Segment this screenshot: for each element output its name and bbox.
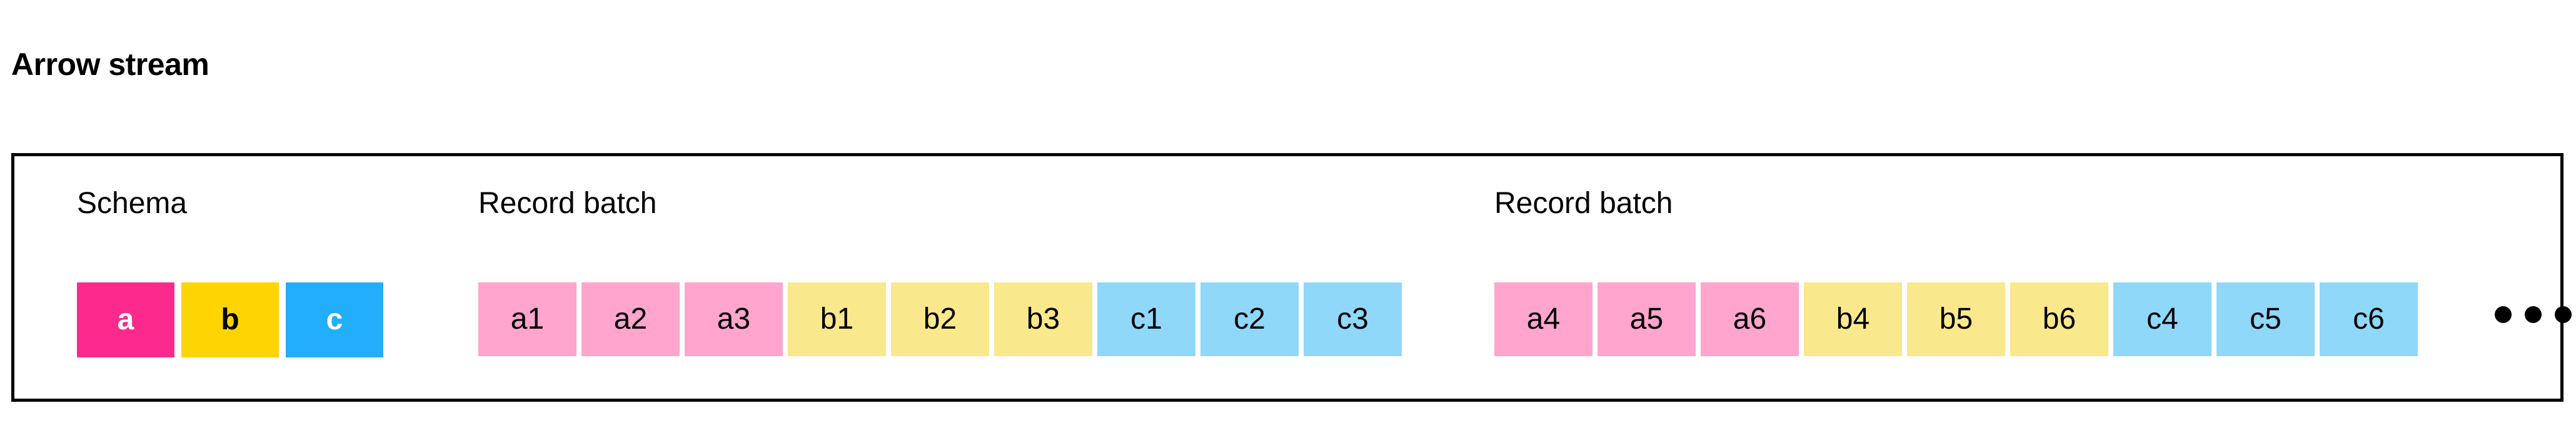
- ellipsis-dot: [2495, 306, 2512, 323]
- arrow-stream-frame: Schema a b c Record batch a1 a2 a3 b1 b2 b3 c1 c2…: [11, 153, 2572, 402]
- record-batch-cell: a3: [685, 282, 783, 356]
- record-batch-cell: a6: [1701, 282, 1799, 356]
- record-batch-cell-label: c6: [2353, 302, 2385, 336]
- record-batch-cell: b3: [994, 282, 1092, 356]
- schema-label: Schema: [77, 187, 188, 220]
- record-batch-cell-label: c3: [1337, 302, 1369, 336]
- record-batch-label-1: Record batch: [478, 187, 657, 220]
- record-batch-cell-label: a3: [717, 302, 751, 336]
- record-batch-cell-label: b4: [1836, 302, 1870, 336]
- ellipsis-dot: [2525, 306, 2542, 323]
- record-batch-cell: b6: [2010, 282, 2108, 356]
- record-batch-cell: a5: [1597, 282, 1696, 356]
- schema-column-label: c: [326, 303, 343, 336]
- record-batch-cell: b5: [1907, 282, 2005, 356]
- record-batch-cell-label: b5: [1939, 302, 1973, 336]
- stream-inner: Schema a b c Record batch a1 a2 a3 b1 b2 b3 c1 c2…: [14, 156, 2572, 399]
- schema-column-a: a: [77, 282, 174, 357]
- schema-column-row: a b c: [77, 282, 383, 357]
- record-batch-cell: c5: [2216, 282, 2315, 356]
- record-batch-cell-label: a5: [1629, 302, 1664, 336]
- record-batch-label-2: Record batch: [1494, 187, 1673, 220]
- schema-column-c: c: [286, 282, 383, 357]
- ellipsis-dot: [2555, 306, 2572, 323]
- record-batch-cell-label: a2: [613, 302, 648, 336]
- record-batch-cell: c3: [1304, 282, 1402, 356]
- record-batch-cells-1: a1 a2 a3 b1 b2 b3 c1 c2 c3: [478, 282, 1402, 356]
- record-batch-cells-2: a4 a5 a6 b4 b5 b6 c4 c5 c6: [1494, 282, 2418, 356]
- record-batch-cell: b2: [891, 282, 989, 356]
- record-batch-cell-label: b1: [820, 302, 854, 336]
- record-batch-cell-label: a1: [510, 302, 545, 336]
- record-batch-cell: c6: [2320, 282, 2418, 356]
- record-batch-cell: c1: [1097, 282, 1195, 356]
- record-batch-cell: c4: [2113, 282, 2211, 356]
- schema-column-label: b: [221, 303, 239, 336]
- record-batch-cell-label: c4: [2146, 302, 2178, 336]
- record-batch-cell: a4: [1494, 282, 1592, 356]
- record-batch-cell-label: b3: [1026, 302, 1060, 336]
- page-title: Arrow stream: [11, 47, 209, 82]
- record-batch-cell-label: c5: [2250, 302, 2282, 336]
- record-batch-cell: c2: [1200, 282, 1299, 356]
- record-batch-cell: a2: [581, 282, 680, 356]
- more-batches-ellipsis-icon: [2495, 306, 2572, 323]
- record-batch-cell-label: a4: [1526, 302, 1561, 336]
- schema-column-b: b: [181, 282, 279, 357]
- record-batch-cell-label: b2: [923, 302, 957, 336]
- record-batch-cell-label: b6: [2042, 302, 2076, 336]
- record-batch-cell: b1: [788, 282, 886, 356]
- record-batch-cell-label: c2: [1234, 302, 1265, 336]
- schema-column-label: a: [117, 303, 134, 336]
- record-batch-cell-label: c1: [1130, 302, 1162, 336]
- record-batch-cell: b4: [1804, 282, 1902, 356]
- record-batch-cell-label: a6: [1733, 302, 1767, 336]
- record-batch-cell: a1: [478, 282, 576, 356]
